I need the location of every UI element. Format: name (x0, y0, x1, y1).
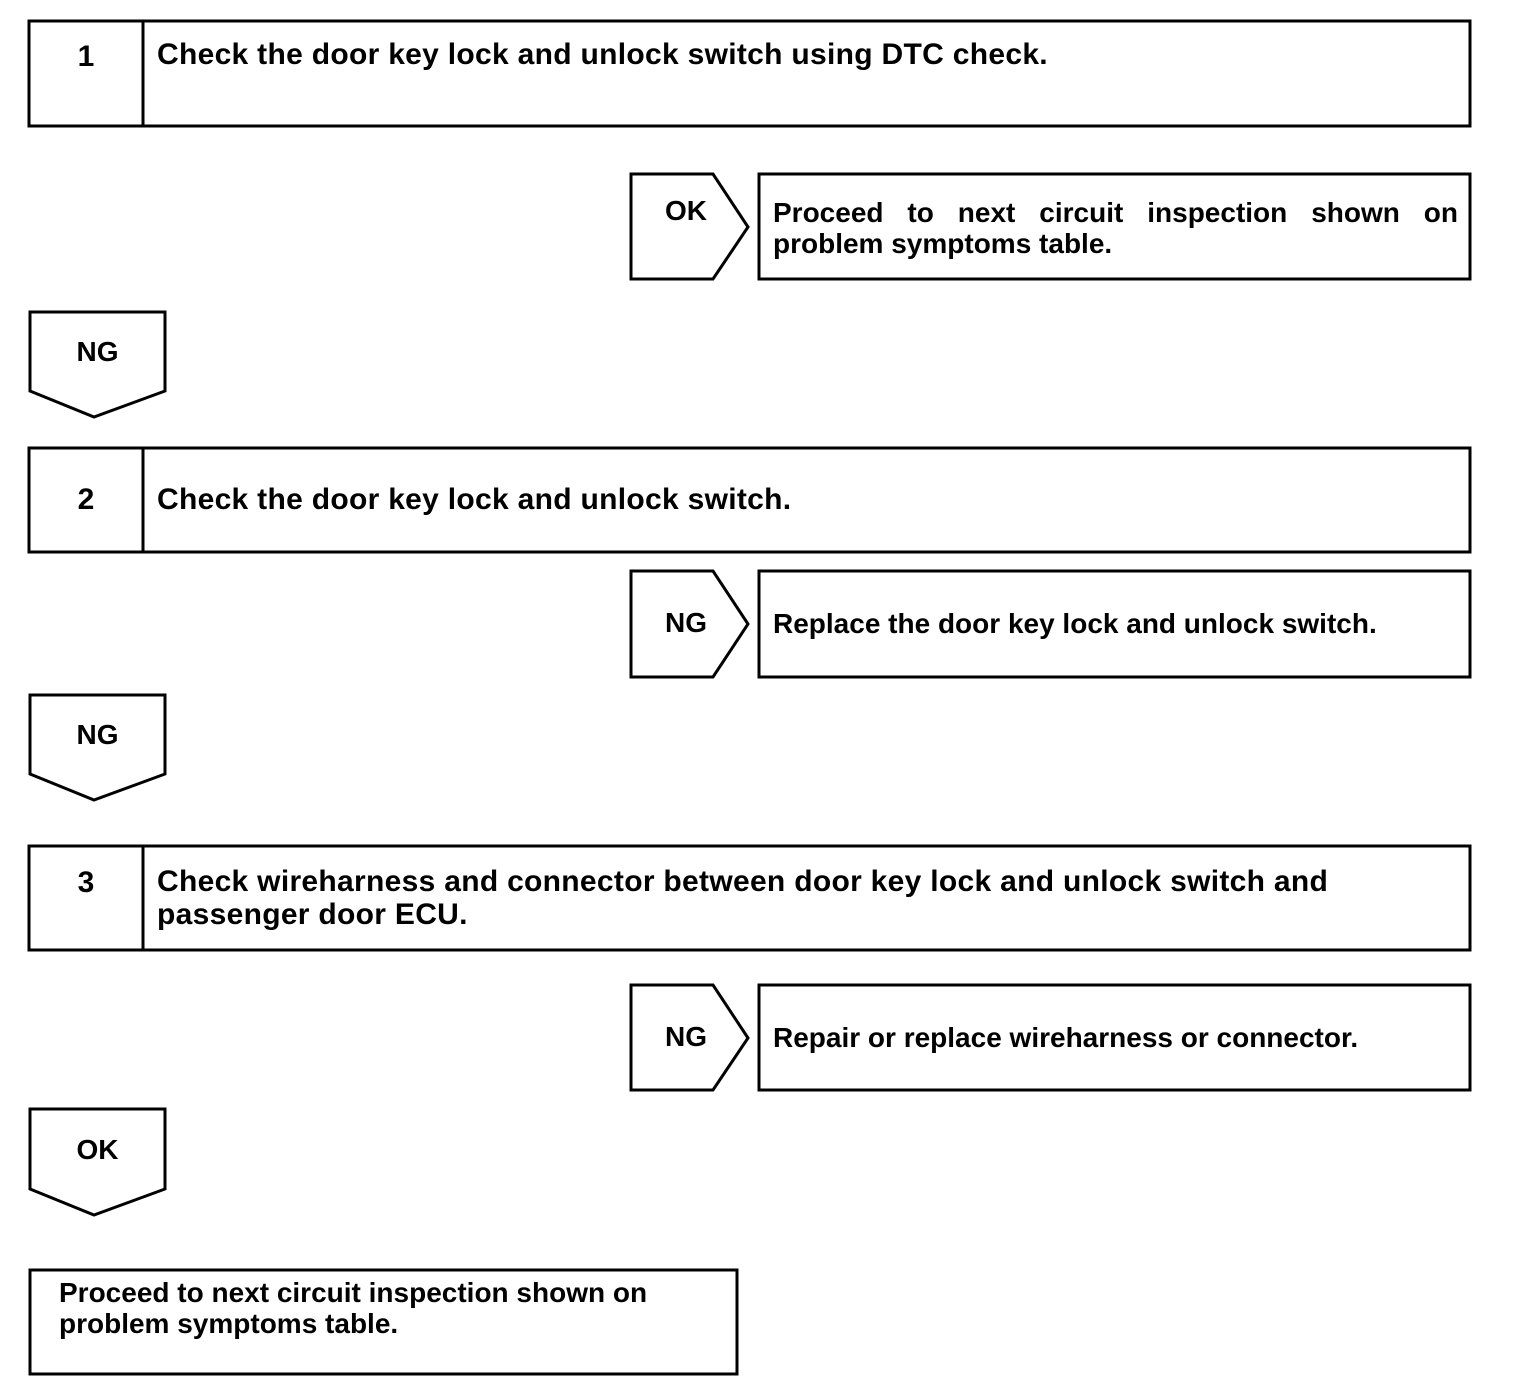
step-1-number: 1 (77, 40, 95, 73)
branch-1-label: OK (665, 195, 707, 226)
step-2-text: Check the door key lock and unlock switc… (157, 483, 792, 516)
down-arrow-3-label: OK (76, 1134, 119, 1165)
down-arrow-2-label: NG (76, 719, 119, 750)
step-1-text: Check the door key lock and unlock switc… (157, 38, 1048, 71)
branch-2-label: NG (665, 607, 707, 638)
step-3: 3 Check wireharness and connector betwee… (29, 846, 1470, 951)
step-2: 2 Check the door key lock and unlock swi… (29, 448, 1470, 553)
branch-3-result: Repair or replace wireharness or connect… (773, 1022, 1359, 1053)
branch-1-result: Proceed to next circuit inspection shown… (773, 197, 1458, 259)
branch-3-label: NG (665, 1021, 707, 1052)
down-arrow-1-label: NG (76, 336, 119, 367)
step-3-number: 3 (77, 866, 95, 899)
final-box-text: Proceed to next circuit inspection shown… (59, 1277, 648, 1339)
step-1: 1 Check the door key lock and unlock swi… (29, 21, 1470, 126)
step-3-text: Check wireharness and connector between … (157, 865, 1329, 931)
step-2-number: 2 (77, 483, 95, 516)
branch-2-result: Replace the door key lock and unlock swi… (773, 608, 1377, 639)
branch-1-arrow (629, 172, 750, 281)
